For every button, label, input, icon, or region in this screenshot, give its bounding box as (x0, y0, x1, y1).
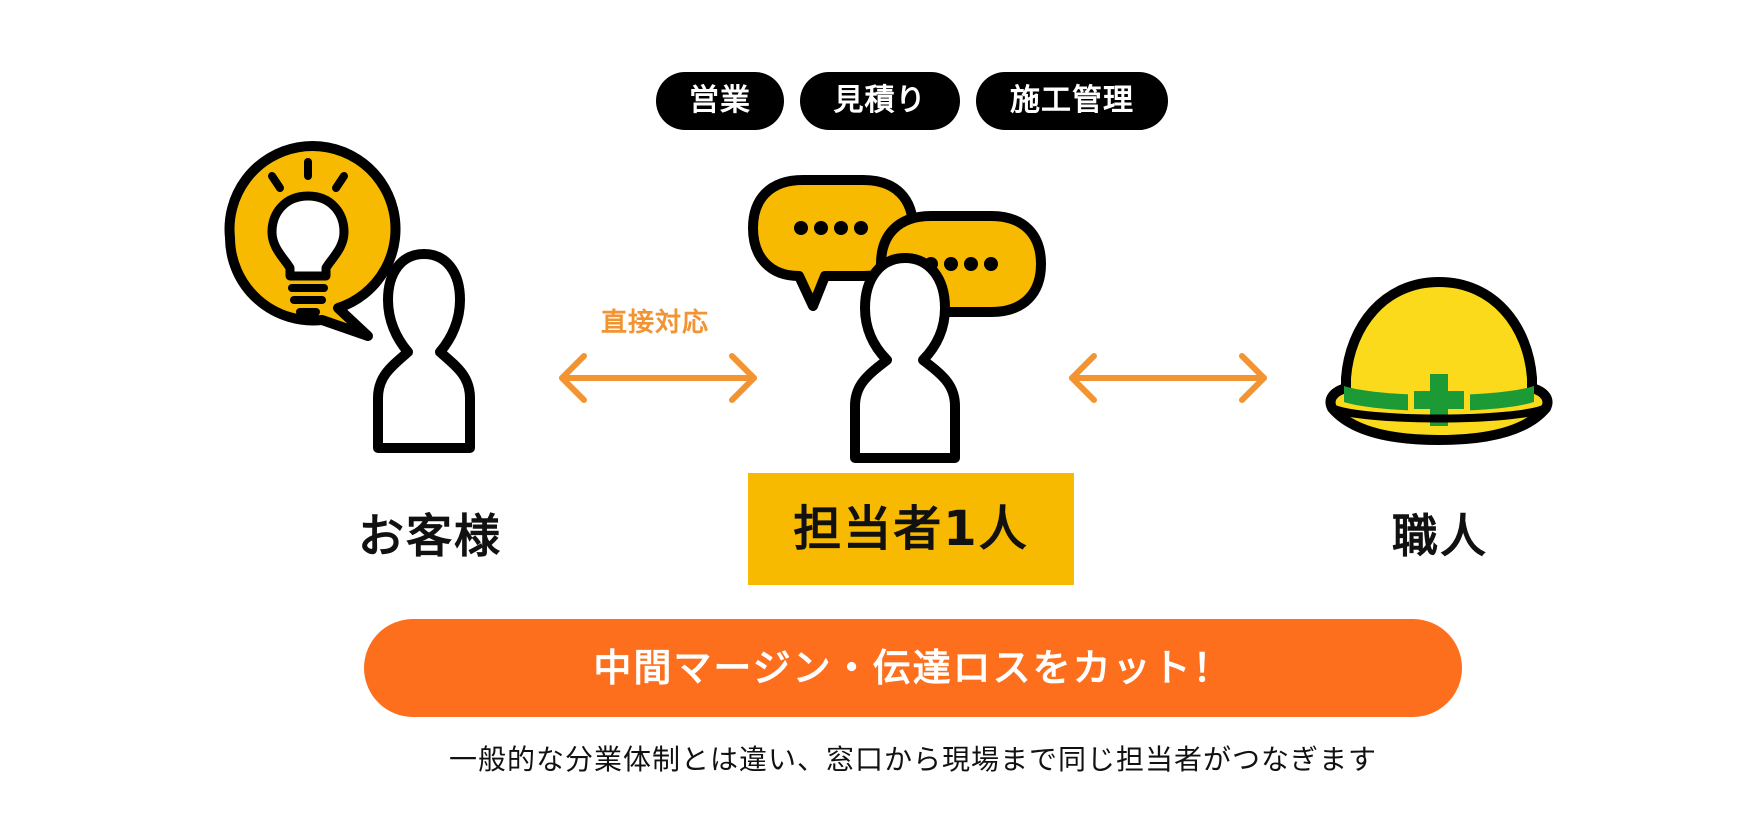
customer-person-icon (373, 249, 475, 453)
customer-illustration (224, 141, 475, 453)
contact-person-icon (850, 253, 960, 463)
contact-person-illustration (748, 175, 1046, 463)
contact-label: 担当者1人 (793, 501, 1029, 557)
left-double-arrow-icon (559, 353, 757, 403)
caption-text: 一般的な分業体制とは違い、窓口から現場まで同じ担当者がつなぎます (448, 743, 1377, 776)
tag-sales: 営業 (656, 72, 784, 130)
tag-estimate: 見積り (800, 72, 960, 130)
craftsman-label: 職人 (1392, 509, 1488, 563)
right-double-arrow-icon (1069, 353, 1267, 403)
contact-highlight-box (748, 473, 1074, 585)
cost-cut-banner: 中間マージン・伝達ロスをカット！ (364, 619, 1462, 717)
direct-response-label: 直接対応 (600, 308, 709, 338)
safety-helmet-icon (1325, 277, 1553, 445)
tag-construction-management: 施工管理 (976, 72, 1168, 130)
lightbulb-bubble-icon (224, 141, 401, 341)
customer-label: お客様 (358, 509, 502, 563)
